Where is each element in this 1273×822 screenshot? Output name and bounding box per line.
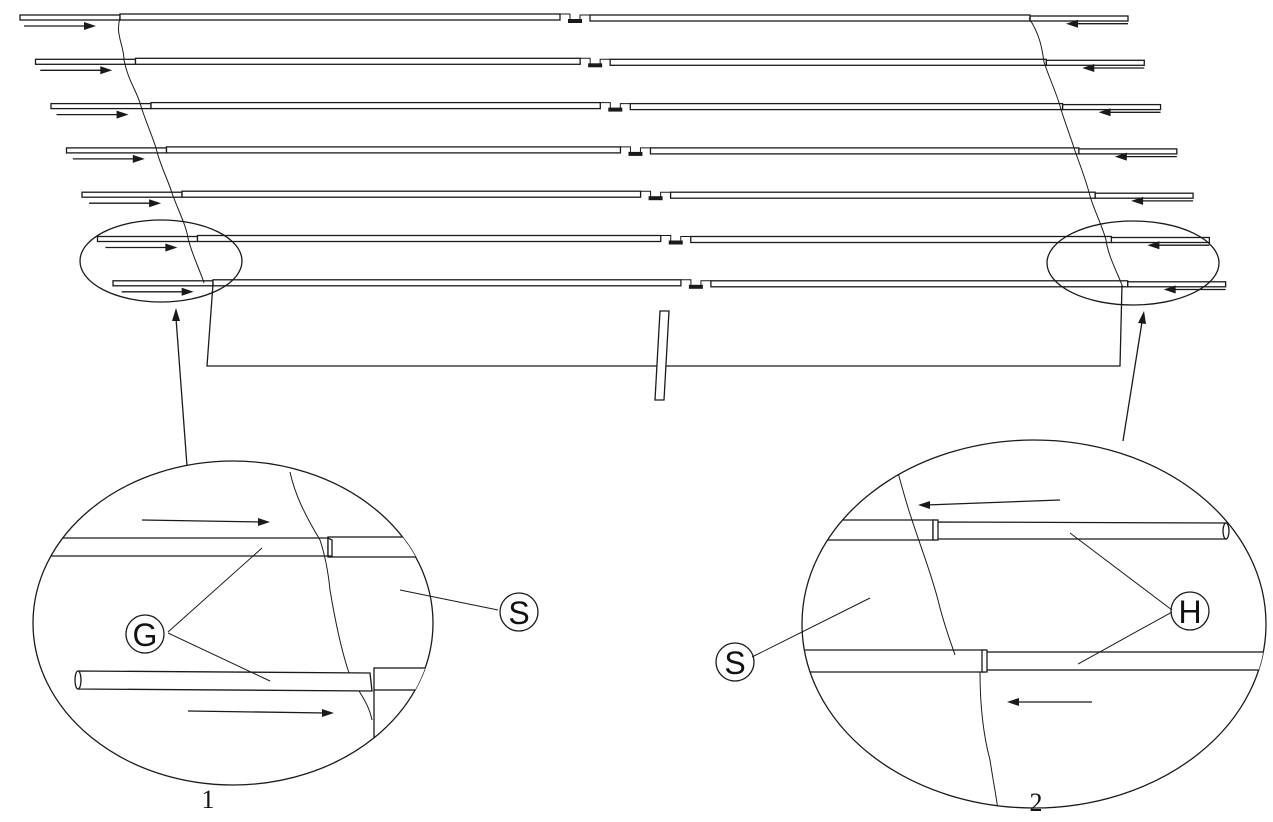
detail-2-leader-h-bottom (1077, 611, 1173, 665)
joint-ferrule-5 (648, 196, 663, 201)
detail-2-lower-pole (984, 651, 1266, 671)
detail-2-label-h: H (1178, 594, 1201, 630)
arrow-right-head-3 (1098, 108, 1111, 117)
pole-rows (19, 13, 1227, 296)
arrow-right-head-6 (1147, 241, 1160, 250)
arrow-left-head-4 (132, 154, 145, 163)
pole-right-2 (1045, 59, 1145, 66)
arrow-right-head-2 (1082, 64, 1095, 72)
pole-left-4 (65, 147, 168, 154)
sleeve-left-6 (196, 234, 662, 243)
callout-circle-right (1046, 220, 1220, 306)
fabric-edges (118, 17, 1123, 286)
joint-ferrule-6 (668, 240, 683, 245)
arrow-right-head-4 (1114, 152, 1127, 161)
sleeve-right-3 (629, 102, 1064, 111)
callout-leader-left (175, 317, 188, 467)
arrow-left-head-1 (84, 22, 96, 30)
arrow-left-head-2 (100, 66, 113, 75)
detail-2-label-h-circle (1170, 591, 1210, 631)
detail-1-leader-s (399, 589, 499, 611)
detail-1-label-g: G (133, 617, 158, 653)
sleeve-left-2 (134, 57, 581, 65)
detail-1-arrow-top (141, 519, 263, 523)
frame-outline (206, 283, 1123, 401)
callout-leader-left-arrowhead (172, 308, 180, 321)
arrow-left-head-5 (149, 199, 162, 208)
arrow-right-head-5 (1131, 196, 1144, 205)
detail-1-lower-pole (77, 670, 373, 692)
joint-ferrule-7 (688, 284, 703, 289)
pole-left-6 (96, 235, 199, 243)
sleeve-left-1 (119, 13, 561, 21)
joint-ferrule-3 (608, 107, 623, 112)
detail-1-upper-sleeve (327, 536, 433, 558)
callout-markers (79, 219, 1220, 467)
detail-2-fabric-edge-upper (891, 449, 956, 656)
step-number-1: 1 (202, 785, 215, 814)
center-pole (654, 310, 670, 401)
detail-1-arrow-top-head (258, 518, 270, 526)
detail-2-leader-s (751, 597, 871, 658)
pole-right-7 (1127, 281, 1227, 288)
step-number-2: 2 (1030, 788, 1043, 817)
detail-1-label-s-circle (499, 592, 539, 632)
detail-1-label-s: S (508, 595, 529, 631)
callout-leader-right (1122, 321, 1143, 442)
pole-left-2 (34, 58, 137, 65)
pole-right-6 (1110, 236, 1211, 244)
pole-right-1 (1029, 15, 1129, 22)
pole-left-1 (19, 14, 121, 21)
sleeve-left-5 (181, 190, 642, 198)
fabric-edge-right (1028, 17, 1123, 286)
arrow-left-head-7 (181, 287, 194, 296)
pole-left-5 (81, 191, 183, 198)
detail-1-arrow-bottom-head (322, 709, 334, 717)
sleeve-left-7 (212, 279, 682, 287)
detail-1-arrow-bottom (187, 710, 327, 714)
detail-2-circle (801, 439, 1267, 809)
pole-right-3 (1061, 103, 1162, 111)
sleeve-right-2 (609, 58, 1047, 66)
detail-1-circle (32, 460, 434, 786)
pole-left-7 (112, 280, 214, 287)
sleeve-right-4 (649, 147, 1080, 155)
callout-circle-left (79, 219, 243, 303)
detail-2-label-s: S (724, 645, 745, 681)
sleeve-left-3 (150, 101, 601, 110)
detail-2-leader-h-top (1069, 532, 1173, 611)
sleeve-right-5 (669, 191, 1096, 199)
detail-2: H S (715, 439, 1267, 809)
sleeve-right-7 (710, 280, 1129, 288)
arrow-right-head-7 (1163, 285, 1176, 294)
callout-leader-right-arrowhead (1138, 311, 1146, 324)
fabric-edge-left (118, 17, 205, 284)
arrow-left-head-6 (165, 243, 178, 252)
detail-2-arrow-top-head (918, 501, 930, 509)
detail-2-label-s-circle (715, 642, 755, 682)
sleeve-left-4 (165, 146, 622, 154)
joint-ferrule-2 (588, 63, 603, 68)
sleeve-right-1 (589, 14, 1031, 22)
sleeve-right-6 (690, 235, 1113, 244)
detail-1-label-g-circle (125, 614, 165, 654)
arrow-left-head-3 (116, 110, 129, 119)
joint-ferrule-1 (568, 19, 582, 23)
pole-right-5 (1094, 192, 1194, 199)
pole-left-3 (50, 102, 152, 110)
detail-2-upper-pole (932, 521, 1227, 540)
detail-2-fabric-edge-lower (979, 671, 999, 808)
detail-2-arrow-bottom-head (1007, 698, 1019, 706)
detail-1-leader-g-top (167, 547, 263, 633)
joint-ferrule-4 (628, 151, 643, 156)
detail-2-arrow-top (925, 499, 1061, 506)
detail-1-leader-g-bottom (167, 632, 271, 682)
detail-1-lower-sleeve (373, 667, 433, 691)
detail-1: G S (32, 460, 539, 786)
pole-right-4 (1078, 148, 1178, 155)
arrow-right-head-1 (1066, 19, 1078, 28)
